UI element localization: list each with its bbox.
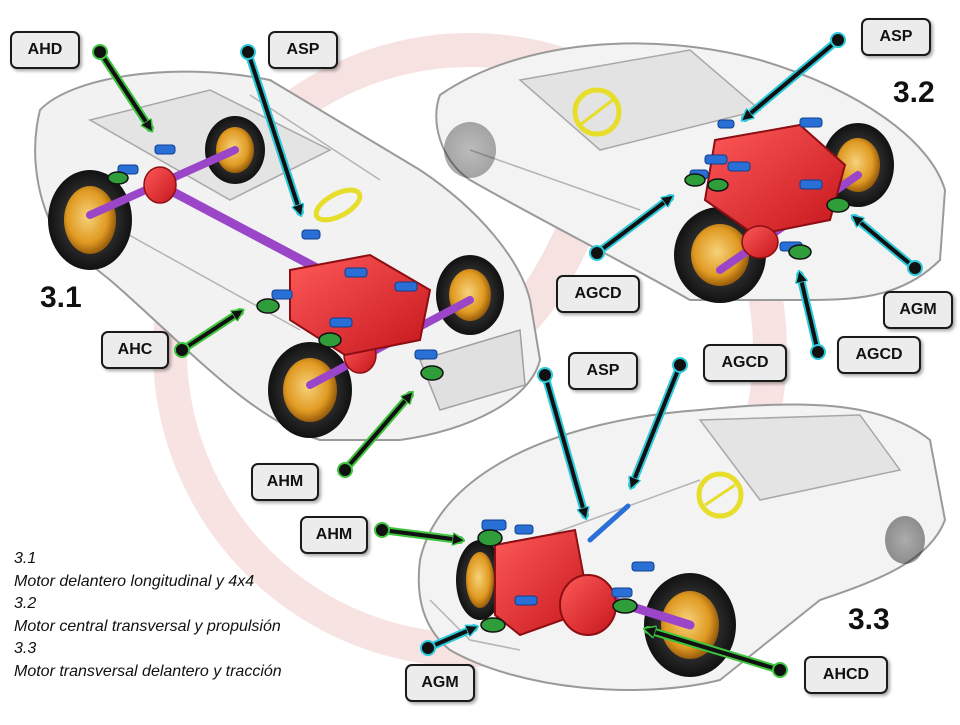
label-asp-2: ASP <box>861 18 931 56</box>
legend-number: 3.1 <box>14 550 37 567</box>
label-agcd-1: AGCD <box>556 275 640 313</box>
arrow-asp-1 <box>240 44 300 212</box>
car-3-3 <box>417 403 947 691</box>
car-3-1-drive-shaft <box>155 180 335 280</box>
label-ahc: AHC <box>101 331 169 369</box>
arrow-asp-2 <box>745 32 846 118</box>
arrow-ahcd <box>648 630 788 678</box>
arrow-asp-3 <box>537 367 585 515</box>
legend: 3.1 Motor delantero longitudinal y 4x4 3… <box>14 548 354 683</box>
label-agm-1: AGM <box>883 291 953 329</box>
label-ahcd: AHCD <box>804 656 888 694</box>
callout-arrows <box>92 32 923 678</box>
label-ahm-1: AHM <box>251 463 319 501</box>
car-3-3-mounts <box>481 519 655 606</box>
label-agm-2: AGM <box>405 664 475 702</box>
car-3-1-steering-wheel <box>313 187 363 223</box>
legend-number: 3.2 <box>14 595 37 612</box>
label-asp-1: ASP <box>268 31 338 69</box>
car-3-1-wheel <box>48 170 132 270</box>
label-asp-3: ASP <box>568 352 638 390</box>
figure-number-3-3: 3.3 <box>848 603 890 636</box>
car-3-2-wheel <box>444 122 496 178</box>
legend-text: Motor transversal delantero y tracción <box>14 662 282 680</box>
car-3-2-wheel <box>674 207 766 303</box>
figure-number-3-1: 3.1 <box>40 281 82 314</box>
arrow-ahm-1 <box>337 395 410 478</box>
legend-text: Motor central transversal y propulsión <box>14 617 281 635</box>
car-3-1-mounts <box>117 144 438 360</box>
car-3-1-rear-differential <box>143 166 177 204</box>
car-3-3-gearbox <box>559 574 617 636</box>
arrow-ahm-2 <box>374 522 460 540</box>
arrow-agm-2 <box>420 624 474 656</box>
label-agcd-2: AGCD <box>837 336 921 374</box>
car-3-1-engine <box>289 253 432 357</box>
car-3-1-wheel <box>436 255 504 335</box>
legend-text: Motor delantero longitudinal y 4x4 <box>14 572 255 590</box>
arrow-agcd-1 <box>589 198 670 261</box>
car-3-2-bushings <box>684 173 850 260</box>
arrow-agcd-2 <box>800 275 826 360</box>
car-3-1-bushings <box>107 171 444 381</box>
label-agcd-3: AGCD <box>703 344 787 382</box>
arrow-ahc <box>174 308 240 358</box>
car-3-3-wheel <box>885 516 925 564</box>
arrow-ahd <box>92 44 154 128</box>
label-ahm-2: AHM <box>300 516 368 554</box>
car-3-2 <box>435 42 947 303</box>
figure-number-3-2: 3.2 <box>893 76 935 109</box>
label-ahd: AHD <box>10 31 80 69</box>
car-3-2-steering-wheel <box>572 87 622 137</box>
car-3-3-steering-wheel <box>696 471 744 519</box>
car-3-1-wheel <box>268 342 352 438</box>
car-3-3-bushings <box>477 529 638 633</box>
arrow-agcd-3 <box>628 357 688 485</box>
arrow-agm-1 <box>855 218 923 276</box>
car-3-2-gearbox <box>741 225 779 259</box>
car-3-3-wheel <box>456 540 504 620</box>
legend-number: 3.3 <box>14 640 37 657</box>
car-3-1 <box>34 70 542 441</box>
car-3-3-torque-rod <box>587 503 631 543</box>
